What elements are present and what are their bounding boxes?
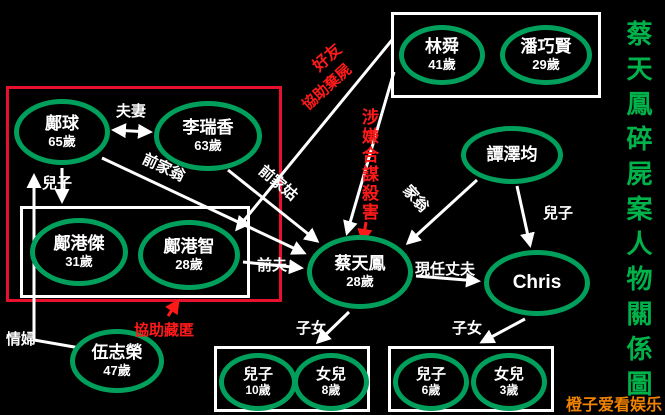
person-name: 鄺港智 — [163, 237, 215, 257]
person-name: 鄺球 — [45, 114, 79, 134]
node-choi-tin-fung: 蔡天鳳 28歲 — [307, 235, 413, 309]
line-mistress — [26, 173, 81, 350]
node-lin-shun: 林舜 41歲 — [399, 25, 485, 85]
arrow-help-hide — [165, 298, 180, 317]
node-pan-qiao-xian: 潘巧賢 29歲 — [500, 25, 592, 85]
label-current-husband: 現任丈夫 — [415, 261, 476, 278]
person-name: 潘巧賢 — [520, 37, 572, 57]
person-name: 女兒 — [315, 365, 346, 383]
person-age: 3歲 — [499, 383, 519, 398]
node-son-10: 兒子 10歲 — [219, 353, 297, 411]
node-daughter-3: 女兒 3歲 — [471, 353, 547, 411]
person-name: 伍志榮 — [91, 343, 143, 363]
friends-group-box — [391, 12, 601, 98]
watermark: 橙子爱看娱乐 — [565, 397, 662, 414]
person-age: 31歲 — [65, 253, 93, 269]
label-children-right: 子女 — [452, 320, 483, 337]
node-ng-chi-wing: 伍志榮 47歲 — [70, 329, 164, 393]
node-kwong-kau: 鄺球 65歲 — [14, 99, 110, 165]
line-ex-mother-in-law — [227, 168, 320, 243]
node-son-6: 兒子 6歲 — [393, 353, 469, 411]
label-children-left: 子女 — [296, 320, 327, 337]
node-tan-ze-jun: 譚澤均 — [461, 126, 563, 184]
label-ex-husband: 前夫 — [257, 257, 288, 274]
person-age: 29歲 — [532, 56, 560, 72]
person-age: 28歲 — [175, 256, 203, 272]
person-age: 28歲 — [346, 273, 374, 289]
label-help-hide: 協助藏匿 — [134, 322, 195, 339]
node-daughter-8: 女兒 8歲 — [293, 353, 369, 411]
line-spouse — [111, 123, 153, 139]
sons-group-box — [20, 206, 250, 298]
label-suspected-conspiracy-murder: 涉嫌合謀殺害 — [359, 108, 378, 222]
person-name: Chris — [512, 272, 562, 294]
suspects-red-box — [6, 86, 282, 302]
children-right-group-box — [388, 346, 554, 412]
line-children-left — [315, 310, 351, 345]
label-son-left: 兒子 — [42, 175, 73, 192]
person-age: 41歲 — [428, 56, 456, 72]
person-name: 兒子 — [242, 365, 273, 383]
label-son-right: 兒子 — [543, 205, 574, 222]
person-age: 6歲 — [421, 383, 441, 398]
person-name: 蔡天鳳 — [334, 254, 386, 274]
line-father-in-law — [405, 178, 479, 246]
line-dispose-body — [343, 71, 396, 236]
line-friends — [235, 39, 394, 232]
label-spouse: 夫妻 — [116, 103, 147, 120]
line-current-husband — [415, 272, 481, 288]
node-kwong-kong-chi: 鄺港智 28歲 — [138, 220, 240, 290]
node-chris: Chris — [484, 250, 590, 316]
person-name: 林舜 — [425, 37, 459, 57]
node-kwong-kong-kit: 鄺港傑 31歲 — [30, 218, 128, 286]
line-ex-father-in-law — [101, 156, 307, 255]
line-ex-husband — [242, 259, 304, 275]
person-age: 8歲 — [321, 383, 341, 398]
person-name: 譚澤均 — [486, 145, 538, 165]
person-name: 鄺港傑 — [53, 234, 105, 254]
diagram-title: 蔡天鳳碎屍案人物關係圖 — [623, 20, 653, 405]
line-son-right — [515, 185, 535, 248]
person-age: 63歲 — [194, 137, 222, 153]
label-mistress: 情婦 — [6, 331, 37, 348]
person-age: 47歲 — [103, 362, 131, 378]
person-name: 兒子 — [415, 365, 446, 383]
person-age: 10歲 — [245, 383, 271, 398]
person-name: 李瑞香 — [182, 118, 234, 138]
person-name: 女兒 — [493, 365, 524, 383]
node-li-rui-xiang: 李瑞香 63歲 — [154, 101, 262, 171]
line-children-right — [479, 317, 526, 344]
person-age: 65歲 — [48, 133, 76, 149]
